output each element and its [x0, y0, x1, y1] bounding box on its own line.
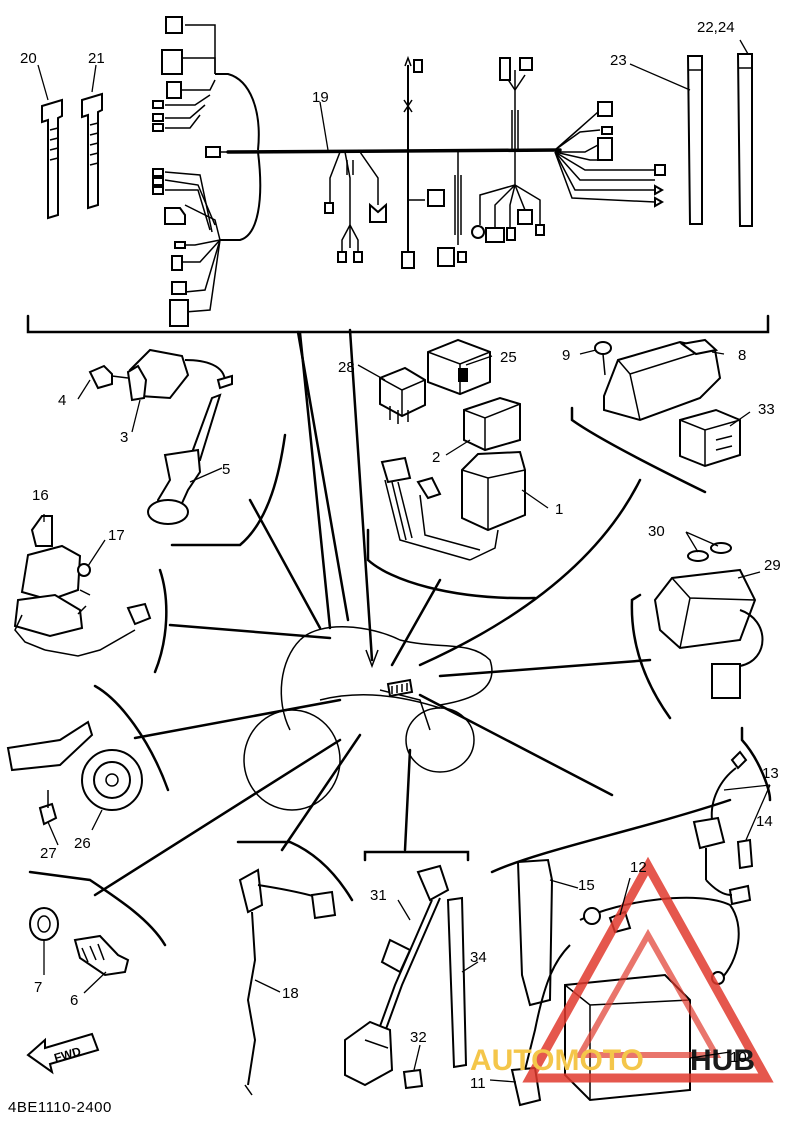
drawing-code: 4BE1110-2400	[8, 1099, 112, 1116]
callout-34: 34	[470, 949, 487, 966]
main-switch-group	[13, 515, 152, 657]
leader-lines	[43, 101, 771, 1083]
callout-18: 18	[282, 985, 299, 1002]
callout-29: 29	[764, 557, 781, 574]
callout-5: 5	[222, 461, 230, 478]
callout-20: 20	[20, 50, 37, 67]
callout-25: 25	[500, 349, 517, 366]
callout-2: 2	[432, 449, 440, 466]
callout-17: 17	[108, 527, 125, 544]
callout-27: 27	[40, 845, 57, 862]
relay-group	[379, 338, 526, 561]
watermark-text-auto: AUTOMOTO	[470, 1044, 644, 1077]
callout-3: 3	[120, 429, 128, 446]
sensor-lead-group	[238, 868, 337, 1096]
callout-6: 6	[70, 992, 78, 1009]
callout-23: 23	[610, 52, 627, 69]
callout-32: 32	[410, 1029, 427, 1046]
neutral-switch-group	[29, 907, 130, 977]
callout-13: 13	[762, 765, 779, 782]
regulator-group-bracket	[570, 406, 707, 494]
callout-14: 14	[756, 813, 773, 830]
callout-19: 19	[312, 89, 329, 106]
battery-group-bracket	[490, 798, 732, 874]
relay-group-bracket	[366, 528, 537, 600]
callout-28: 28	[338, 359, 355, 376]
ignition-coil-group	[88, 348, 233, 525]
switch-group-bracket	[153, 568, 168, 674]
battery-right-bracket	[740, 726, 772, 802]
sensor-group-bracket	[236, 840, 354, 902]
callout-15: 15	[578, 877, 595, 894]
callout-21: 21	[88, 50, 105, 67]
wire-harness-group	[152, 16, 666, 327]
callout-1: 1	[555, 501, 563, 518]
callout-8: 8	[738, 347, 746, 364]
callout-26: 26	[74, 835, 91, 852]
rear-brake-switch-group	[344, 864, 468, 1090]
callout-11: 11	[470, 1075, 486, 1092]
callout-31: 31	[370, 887, 387, 904]
callout-4: 4	[58, 392, 66, 409]
rear-switch-bracket	[363, 850, 470, 862]
harness-group-bracket	[26, 314, 770, 334]
long-cable-tie-group	[629, 39, 753, 227]
watermark-text-hub: HUB	[690, 1044, 755, 1077]
callout-22-24: 22,24	[697, 19, 735, 36]
callout-30: 30	[648, 523, 665, 540]
coil-group-bracket	[170, 433, 287, 547]
callout-16: 16	[32, 487, 49, 504]
pointer-lines	[93, 328, 652, 897]
regulator-group	[594, 338, 741, 468]
horn-group	[6, 720, 143, 826]
starter-group-bracket	[630, 593, 672, 720]
horn-group-bracket	[93, 684, 170, 792]
callout-labels: 20 21 19 23 22,24 28 25 9 8 33 4 3 5 2 1…	[20, 19, 781, 1092]
forward-arrow: FWD	[26, 1032, 100, 1075]
callout-33: 33	[758, 401, 775, 418]
callout-10: 10	[730, 1049, 747, 1066]
motorcycle-outline	[243, 626, 493, 811]
callout-7: 7	[34, 979, 42, 996]
neutral-switch-bracket	[28, 870, 167, 947]
callout-12: 12	[630, 859, 647, 876]
callout-9: 9	[562, 347, 570, 364]
watermark-logo: AUTOMOTO HUB	[470, 856, 774, 1083]
starter-relay-group	[653, 542, 764, 699]
cable-tie-group	[37, 64, 103, 220]
